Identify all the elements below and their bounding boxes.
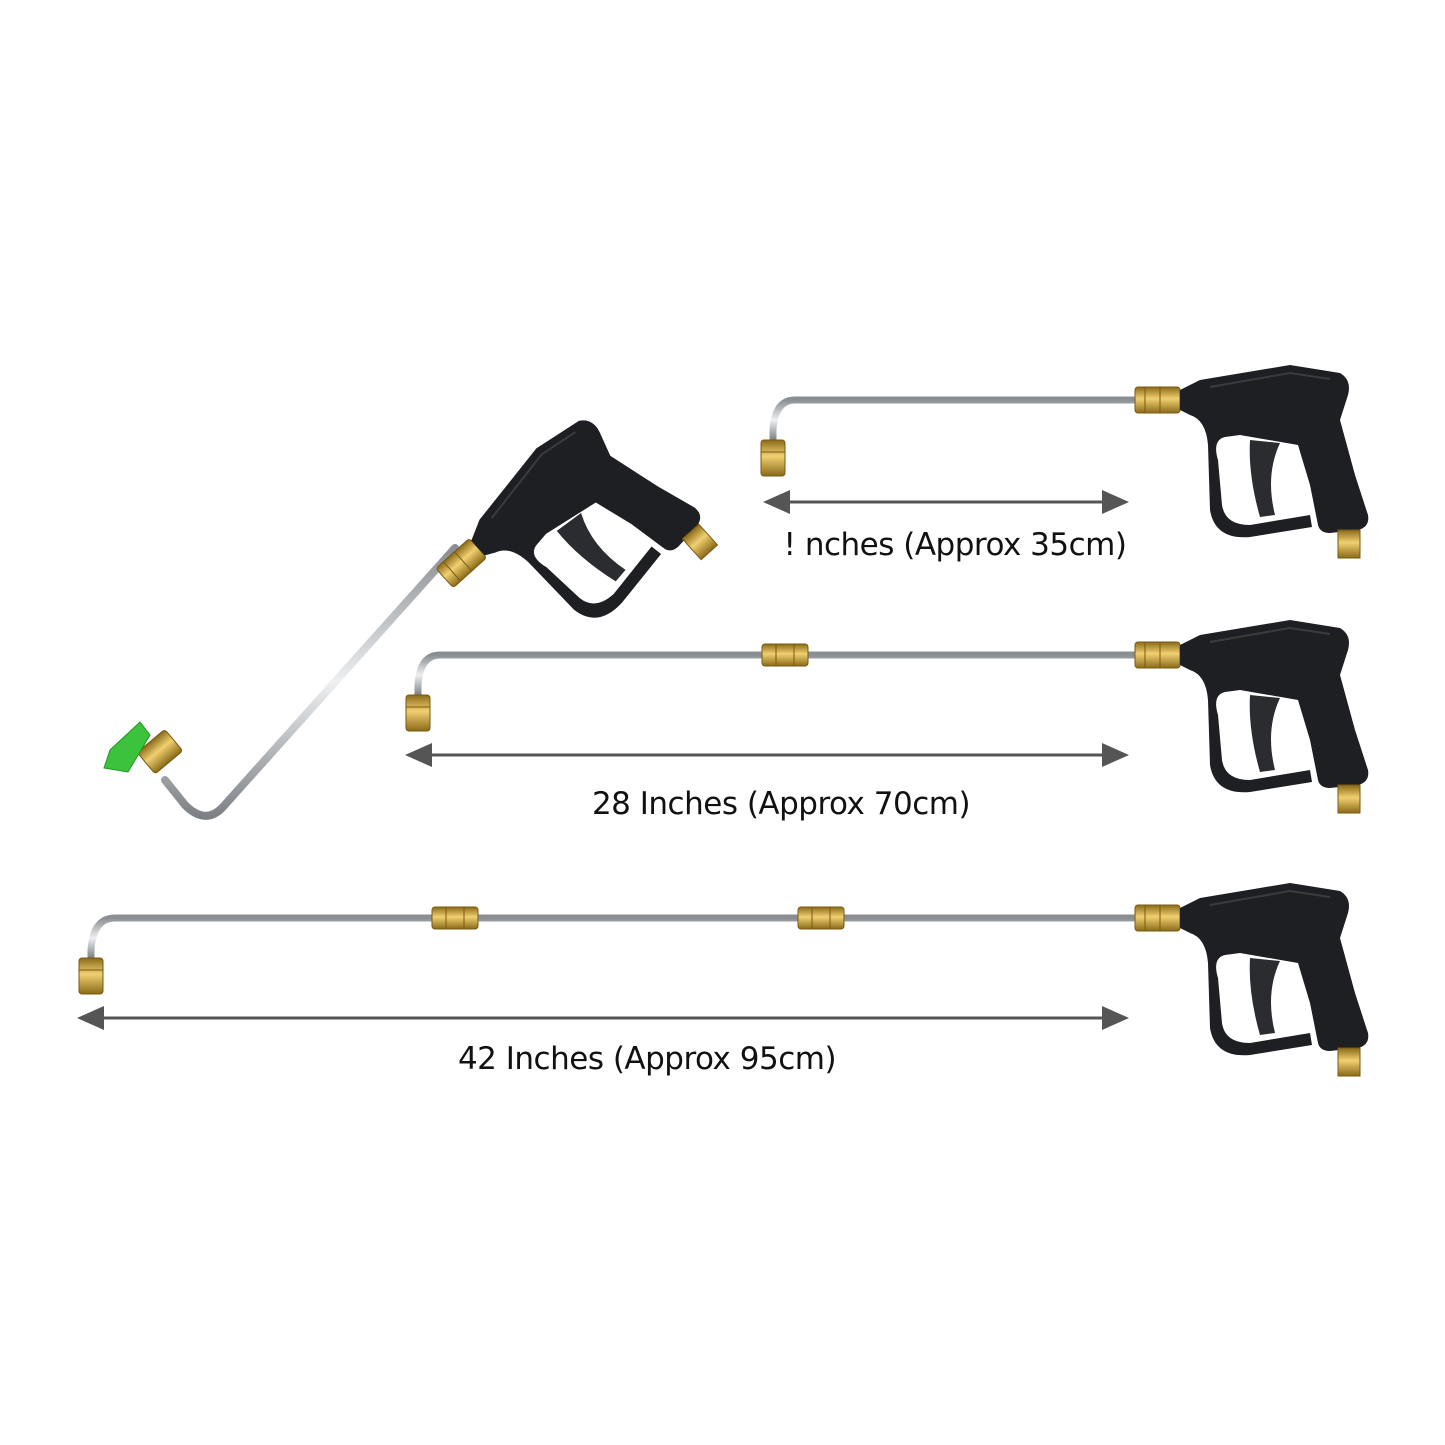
- gun-short-wand: [760, 364, 1370, 559]
- medium-wand-length-label: 28 Inches (Approx 70cm): [591, 786, 971, 822]
- green-nozzle-tip: [103, 721, 151, 773]
- short-wand-length-label: ! nches (Approx 35cm): [783, 527, 1127, 563]
- gun-medium-wand: [405, 619, 1370, 814]
- assembled-gun-with-nozzle: [103, 395, 725, 820]
- gun-long-wand: [77, 882, 1370, 1077]
- long-wand-length-label: 42 Inches (Approx 95cm): [457, 1041, 837, 1077]
